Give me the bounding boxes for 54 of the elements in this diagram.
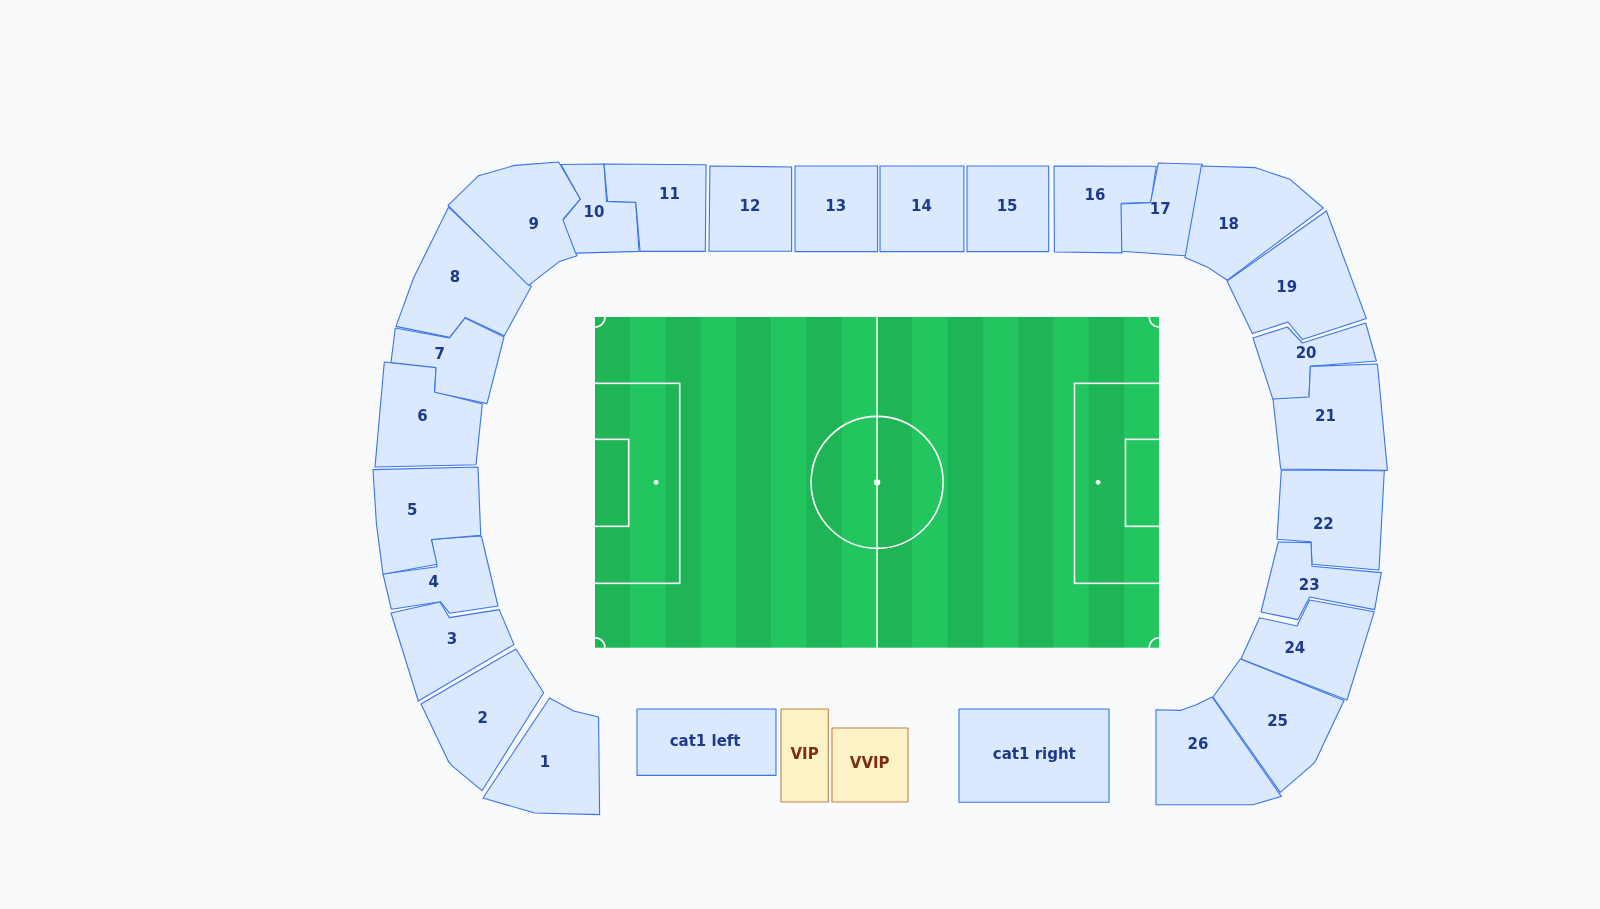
seating-section [1120,163,1203,256]
seating-section [794,165,878,252]
seating-section [1253,322,1377,400]
section-label: 11 [658,186,680,204]
seating-section [395,207,531,338]
section-label: 21 [1315,408,1336,426]
section-label: 9 [528,216,539,235]
section-label: 2 [477,710,488,728]
seating-section [1260,541,1381,620]
seating-section [561,163,639,253]
section-label: 20 [1295,345,1317,363]
section-label: 26 [1187,736,1209,754]
section-label: 6 [417,408,428,426]
section-label: 10 [583,204,605,222]
section-label: 17 [1149,201,1171,219]
seating-section [967,165,1050,252]
section-label: 7 [434,346,445,364]
seating-section [373,466,481,574]
seating-section [636,709,776,776]
section-label: 14 [910,198,932,216]
section-label: 1 [539,754,551,772]
section-label: 12 [739,198,761,216]
section-label: 19 [1276,279,1298,297]
section-label: 3 [446,631,458,649]
seating-section [1240,600,1374,700]
seating-section [708,166,792,252]
section-label: 22 [1312,515,1334,534]
section-label: VIP [790,746,819,764]
seating-section [781,709,829,803]
seating-section [391,601,514,701]
seating-section [1212,659,1344,793]
section-label: 5 [406,502,418,520]
section-label: 24 [1284,640,1306,658]
seating-section [391,317,504,404]
section-label: 15 [996,198,1018,216]
seating-section [603,163,706,251]
seating-section [1276,470,1384,570]
section-label: 13 [825,198,847,216]
section-label: 23 [1298,577,1320,595]
seating-section [447,162,580,286]
section-label: cat1 right [992,746,1076,764]
seating-section [375,362,483,468]
section-label: 16 [1084,187,1106,205]
section-label: 8 [449,268,461,287]
seating-section [880,165,965,252]
seating-section [1273,364,1388,471]
section-label: 25 [1267,713,1288,731]
seating-section [831,728,908,803]
section-label: cat1 left [669,733,741,751]
section-label: 4 [428,574,439,592]
seating-section [959,709,1110,803]
section-label: 18 [1218,216,1240,235]
seating-section [383,536,499,614]
section-label: VVIP [849,755,890,773]
